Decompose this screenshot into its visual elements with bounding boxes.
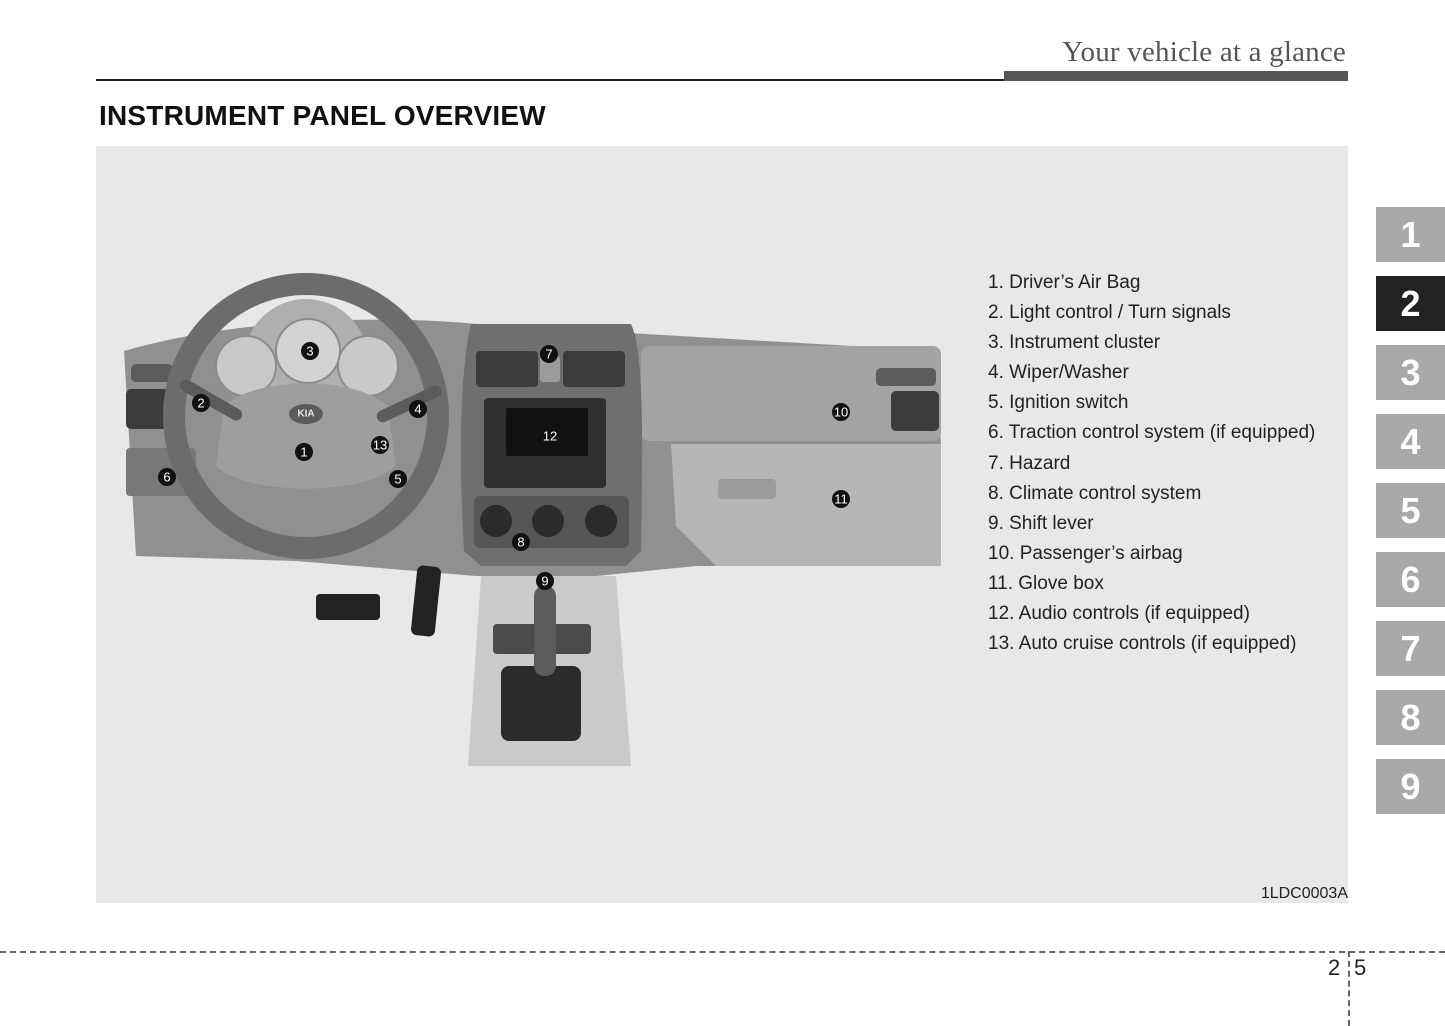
chapter-tab-7[interactable]: 7 xyxy=(1376,621,1445,676)
svg-text:11: 11 xyxy=(834,492,848,507)
svg-text:13: 13 xyxy=(373,438,387,453)
climate-knob-right xyxy=(585,505,617,537)
legend-item: 9. Shift lever xyxy=(988,512,1094,534)
right-vent xyxy=(891,391,939,431)
legend-item: 1. Driver’s Air Bag xyxy=(988,272,1141,293)
shift-gate xyxy=(501,666,581,741)
passenger-dash-panel xyxy=(641,346,941,441)
svg-text:6: 6 xyxy=(163,470,170,485)
figure-code: 1LDC0003A xyxy=(1260,885,1348,902)
left-vent xyxy=(126,389,171,429)
svg-text:8: 8 xyxy=(517,535,524,550)
climate-knob-center xyxy=(532,505,564,537)
legend-item: 5. Ignition switch xyxy=(988,392,1129,414)
callout-6: 6 xyxy=(158,468,176,486)
legend-item: 13. Auto cruise controls (if equipped) xyxy=(988,633,1297,655)
chapter-tab-8[interactable]: 8 xyxy=(1376,690,1445,745)
legend-item: 4. Wiper/Washer xyxy=(988,362,1129,384)
right-side-vent xyxy=(876,368,936,386)
svg-text:9: 9 xyxy=(541,574,548,589)
climate-knob-left xyxy=(480,505,512,537)
chapter-tab-1[interactable]: 1 xyxy=(1376,207,1445,262)
header-rule-accent xyxy=(1004,71,1348,81)
callout-3: 3 xyxy=(301,342,319,360)
dashboard-illustration: KIA 1 2 3 4 5 6 7 8 9 10 11 12 13 xyxy=(124,273,941,766)
shift-lever-shape xyxy=(534,586,556,676)
left-stalk xyxy=(179,379,243,421)
chapter-tab-4[interactable]: 4 xyxy=(1376,414,1445,469)
svg-text:10: 10 xyxy=(834,405,848,420)
callout-11: 11 xyxy=(832,490,850,508)
callout-2: 2 xyxy=(192,394,210,412)
steering-hub xyxy=(216,383,396,489)
hazard-button xyxy=(540,356,560,382)
center-vent-right xyxy=(563,351,625,387)
left-side-vent xyxy=(131,364,173,382)
callout-12: 12 xyxy=(541,427,559,445)
chapter-tab-9[interactable]: 9 xyxy=(1376,759,1445,814)
legend-item: 8. Climate control system xyxy=(988,482,1202,504)
svg-text:2: 2 xyxy=(197,396,204,411)
svg-text:4: 4 xyxy=(414,402,421,417)
legend-item: 7. Hazard xyxy=(988,452,1071,474)
glove-box-shape xyxy=(671,444,941,566)
callout-9: 9 xyxy=(536,572,554,590)
legend-item: 10. Passenger’s airbag xyxy=(988,542,1183,564)
legend-item: 6. Traction control system (if equipped) xyxy=(988,422,1316,444)
callout-4: 4 xyxy=(409,400,427,418)
footer-dashed-rule xyxy=(0,951,1445,953)
footer-page-divider xyxy=(1348,951,1350,1026)
chapter-tab-5[interactable]: 5 xyxy=(1376,483,1445,538)
steering-wheel-rim xyxy=(163,273,449,559)
callout-5: 5 xyxy=(389,470,407,488)
callout-markers: 1 2 3 4 5 6 7 8 9 10 11 12 13 xyxy=(158,342,850,590)
page-number: 5 xyxy=(1354,955,1367,980)
callout-10: 10 xyxy=(832,403,850,421)
svg-text:5: 5 xyxy=(394,472,401,487)
svg-text:12: 12 xyxy=(543,429,557,444)
gauge-left xyxy=(215,335,277,397)
header-rule xyxy=(96,79,1348,81)
gauge-right xyxy=(337,335,399,397)
section-heading: INSTRUMENT PANEL OVERVIEW xyxy=(99,100,546,131)
svg-text:3: 3 xyxy=(306,344,313,359)
brake-pedal xyxy=(316,594,380,620)
kia-badge-text: KIA xyxy=(297,409,314,420)
page-chapter-number: 2 xyxy=(1328,955,1341,980)
component-legend: 1. Driver’s Air Bag 2. Light control / T… xyxy=(988,268,1315,659)
legend-item: 2. Light control / Turn signals xyxy=(988,302,1231,324)
svg-text:1: 1 xyxy=(300,445,307,460)
legend-item: 3. Instrument cluster xyxy=(988,332,1161,354)
callout-1: 1 xyxy=(295,443,313,461)
kia-badge xyxy=(289,404,323,424)
chapter-tab-6[interactable]: 6 xyxy=(1376,552,1445,607)
callout-7: 7 xyxy=(540,345,558,363)
center-vent-left xyxy=(476,351,538,387)
callout-8: 8 xyxy=(512,533,530,551)
chapter-tabs: 1 2 3 4 5 6 7 8 9 xyxy=(1376,207,1445,828)
chapter-tab-2[interactable]: 2 xyxy=(1376,276,1445,331)
instrument-panel-figure: KIA 1 2 3 4 5 6 7 8 9 10 11 12 13 1. Dri… xyxy=(96,146,1348,903)
right-stalk xyxy=(376,385,442,423)
svg-text:7: 7 xyxy=(545,347,552,362)
chapter-title: Your vehicle at a glance xyxy=(1062,36,1346,68)
accelerator-pedal xyxy=(411,565,441,637)
chapter-tab-3[interactable]: 3 xyxy=(1376,345,1445,400)
callout-13: 13 xyxy=(371,436,389,454)
legend-item: 12. Audio controls (if equipped) xyxy=(988,603,1250,625)
glove-box-handle xyxy=(718,479,776,499)
legend-item: 11. Glove box xyxy=(988,572,1104,594)
